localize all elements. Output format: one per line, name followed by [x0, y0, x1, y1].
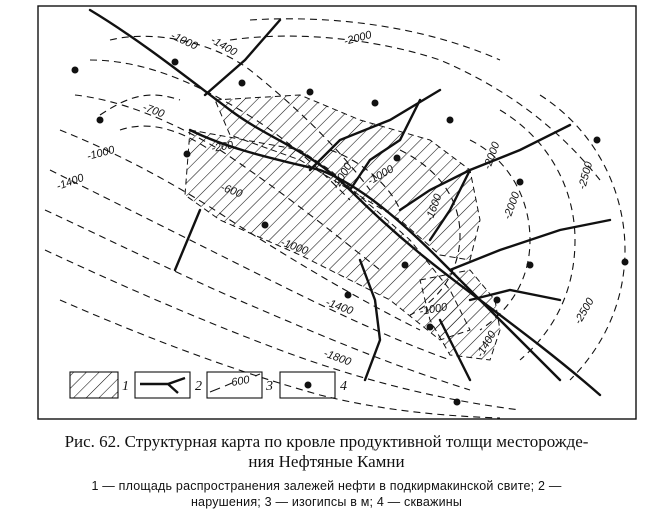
well	[516, 178, 524, 186]
well-symbol	[304, 381, 312, 389]
contour-line	[99, 94, 181, 116]
legend-box-contour	[206, 371, 263, 399]
figure-caption: Рис. 62. Структурная карта по кровле про…	[0, 432, 653, 472]
contour-label: -1400	[209, 34, 240, 59]
fault-line	[188, 128, 562, 382]
well	[621, 258, 629, 266]
contour-line	[539, 94, 626, 381]
contour-label: -2500	[572, 295, 597, 326]
well	[183, 150, 191, 158]
contour-label: -700	[141, 102, 167, 121]
well	[526, 261, 534, 269]
contour-label: -1400	[324, 297, 355, 318]
caption-legend-line2: нарушения; 3 — изогипсы в м; 4 — скважин…	[190, 495, 463, 509]
contour-line	[44, 209, 471, 391]
fault-line	[203, 18, 282, 97]
legend-box-well	[279, 371, 336, 399]
fault-line	[468, 288, 562, 302]
contour-label: -1000	[418, 301, 449, 318]
contour-label: -1000	[169, 30, 200, 53]
contour-label: -1000	[86, 144, 117, 163]
legend-num: 3	[265, 379, 273, 394]
legend-box-fault-line	[134, 371, 191, 399]
contour-label: -2500	[576, 160, 595, 191]
contour-line	[49, 169, 451, 361]
well	[593, 136, 601, 144]
legend-num: 4	[340, 379, 347, 394]
well	[171, 58, 179, 66]
well	[238, 79, 246, 87]
structural-map: -1400 -1000 -2000 -700 -1000 -1400 -200 …	[37, 5, 637, 420]
contour-symbol	[209, 373, 261, 393]
fault-line-symbol	[140, 376, 186, 394]
legend: 1 2 600 3 4	[69, 371, 347, 399]
fault-line	[428, 168, 472, 242]
well	[306, 88, 314, 96]
fault-line	[358, 258, 382, 382]
figure-legend-explanation: 1 — площадь распространения залежей нефт…	[0, 478, 653, 510]
well	[426, 323, 434, 331]
fault-line	[308, 88, 442, 172]
contour-label: -2000	[502, 190, 523, 221]
contour-label: -1400	[55, 172, 86, 193]
caption-title-line1: Рис. 62. Структурная карта по кровле про…	[64, 432, 589, 451]
oil-area-north	[214, 94, 481, 261]
well	[446, 116, 454, 124]
fault-line	[173, 208, 202, 272]
well	[493, 296, 501, 304]
well	[453, 398, 461, 406]
caption-legend-line1: 1 — площадь распространения залежей нефт…	[91, 479, 562, 493]
well	[71, 66, 79, 74]
contour-label: -1800	[322, 348, 353, 369]
well	[344, 291, 352, 299]
fault-line	[448, 218, 612, 272]
contour-line	[59, 299, 501, 419]
fault-lines	[88, 8, 612, 397]
contour-label: -2000	[482, 140, 503, 171]
well	[371, 99, 379, 107]
fault-line	[438, 318, 472, 382]
contour-line	[249, 18, 501, 61]
contour-label: -2000	[343, 29, 374, 48]
well	[96, 116, 104, 124]
caption-title-line2: ния Нефтяные Камни	[248, 452, 405, 471]
well	[261, 221, 269, 229]
well	[393, 154, 401, 162]
oil-area-south	[419, 269, 501, 361]
contour-label: -200	[210, 139, 235, 155]
legend-num: 1	[122, 379, 129, 394]
legend-box-hatched-area	[69, 371, 119, 399]
well	[401, 261, 409, 269]
map-frame	[37, 5, 637, 420]
legend-num: 2	[195, 379, 202, 394]
contour-line	[44, 249, 521, 411]
legend-contour-sample: 600	[230, 374, 251, 389]
wells	[71, 58, 629, 406]
fault-line	[348, 98, 422, 192]
